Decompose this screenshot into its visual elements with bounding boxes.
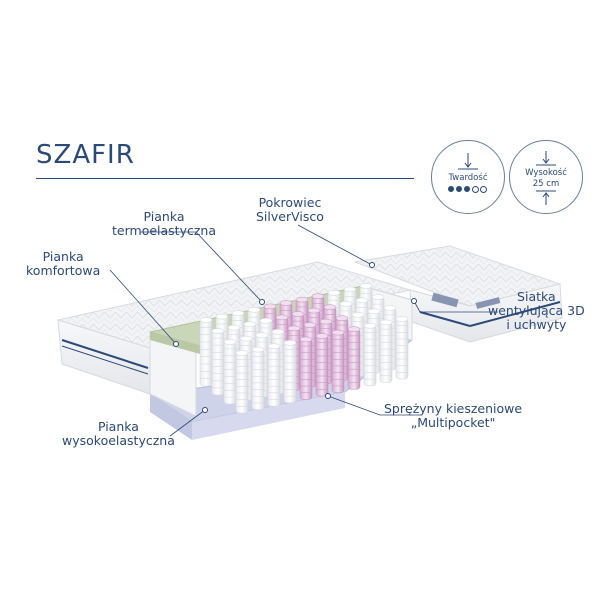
pink-spring: [331, 329, 345, 393]
height-badge: Wysokość 25 cm: [509, 140, 583, 214]
firmness-dots: [448, 186, 488, 194]
callout-dot: [259, 299, 265, 305]
callout-pianka-termoelastyczna: Pianka termoelastyczna: [112, 209, 216, 238]
height-label: Wysokość: [525, 168, 567, 178]
callout-pianka-komfortowa: Pianka komfortowa: [26, 249, 101, 278]
callout-dot: [411, 298, 417, 304]
white-spring: [395, 316, 409, 380]
product-title: SZAFIR: [36, 140, 135, 170]
dot-filled: [456, 186, 462, 192]
white-spring: [251, 346, 265, 410]
callout-siatka: Siatka wentylująca 3D i uchwyty: [488, 289, 585, 332]
pink-spring: [299, 336, 313, 400]
callout-pianka-wysoko: Pianka wysokoelastyczna: [62, 419, 175, 448]
white-spring: [211, 328, 225, 396]
callout-dot: [202, 407, 208, 413]
title-divider: [36, 178, 414, 179]
pocket-springs: [199, 283, 409, 414]
white-spring: [283, 340, 297, 404]
dot-filled: [448, 186, 454, 192]
callout-pokrowiec: Pokrowiec SilverVisco: [256, 195, 324, 224]
callout-dot: [325, 393, 331, 399]
callout-dot: [173, 341, 179, 347]
dot-empty: [480, 186, 487, 193]
callout-dot: [369, 262, 375, 268]
white-spring: [363, 323, 377, 387]
height-arrows-icon: [536, 151, 556, 205]
white-spring: [379, 319, 393, 383]
dot-empty: [472, 186, 479, 193]
pink-spring: [315, 333, 329, 397]
pink-spring: [347, 326, 361, 390]
dot-filled: [464, 186, 470, 192]
callout-sprezyny: Sprężyny kieszeniowe „Multipocket": [384, 401, 523, 430]
firmness-label: Twardość: [448, 173, 488, 183]
white-spring: [267, 343, 281, 407]
white-spring: [235, 350, 249, 414]
height-value: 25 cm: [532, 179, 560, 189]
white-spring: [223, 339, 237, 405]
firmness-badge: Twardość: [431, 140, 505, 214]
down-arrow-icon: [458, 153, 478, 170]
